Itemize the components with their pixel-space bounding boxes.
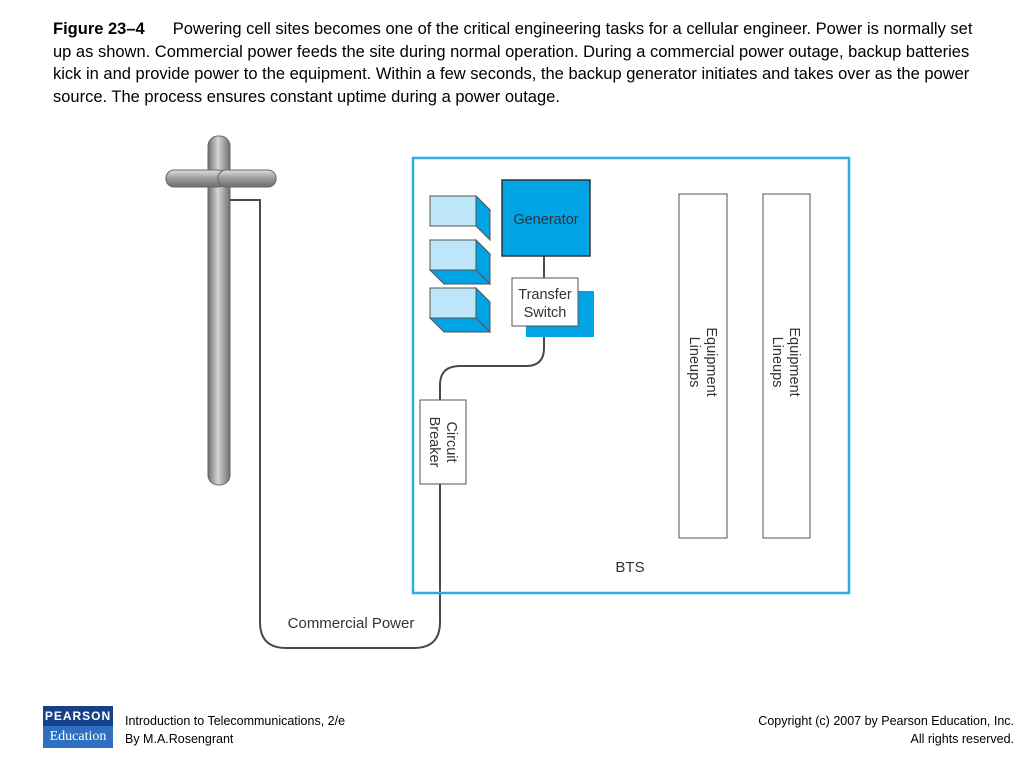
generator-box: [501, 179, 591, 257]
circuit-breaker-box: [419, 399, 467, 485]
commercial-power-wire: [230, 199, 441, 649]
footer-book-info: Introduction to Telecommunications, 2/e …: [125, 712, 345, 748]
figure-caption-text: Powering cell sites becomes one of the c…: [53, 20, 973, 106]
transfer-switch-box: [511, 277, 579, 327]
bts-label: BTS: [615, 559, 644, 576]
book-author: By M.A.Rosengrant: [125, 732, 234, 746]
pole-shaft: [207, 135, 231, 486]
figure-label: Figure 23–4: [53, 20, 145, 38]
transfer-switch-label-line1: Transfer: [518, 287, 572, 303]
bts-enclosure: [411, 156, 851, 595]
pole-crossarm-right: [217, 169, 277, 188]
copyright-text: Copyright (c) 2007 by Pearson Education,…: [758, 714, 1014, 728]
equipment-lineup-2: [762, 193, 811, 539]
battery-cell: [428, 286, 492, 334]
equipment-lineup-1-label-line2: Lineups: [686, 337, 702, 388]
pearson-logo-top: PEARSON: [43, 706, 113, 726]
circuit-breaker-label-line1: Circuit: [443, 421, 459, 462]
battery-cell: [428, 194, 492, 242]
battery-cell: [428, 238, 492, 286]
footer-copyright: Copyright (c) 2007 by Pearson Education,…: [758, 712, 1014, 748]
commercial-power-label: Commercial Power: [288, 615, 415, 632]
equipment-lineup-2-label-line2: Lineups: [769, 337, 785, 388]
utility-pole: [165, 135, 277, 486]
pearson-logo: PEARSON Education: [43, 706, 113, 748]
rights-text: All rights reserved.: [910, 732, 1014, 746]
transfer-switch-label-line2: Switch: [524, 305, 567, 321]
equipment-lineup-2-label-line1: Equipment: [786, 327, 802, 396]
equipment-lineup-1: [678, 193, 728, 539]
book-title: Introduction to Telecommunications, 2/e: [125, 714, 346, 728]
battery-stack: [428, 194, 492, 334]
pole-crossarm-left: [165, 169, 227, 188]
breaker-to-switch-wire: [439, 326, 545, 400]
generator-label: Generator: [513, 212, 578, 228]
circuit-breaker-label-line2: Breaker: [426, 417, 442, 468]
pearson-logo-bottom: Education: [43, 726, 113, 748]
equipment-lineup-1-label-line1: Equipment: [703, 327, 719, 396]
